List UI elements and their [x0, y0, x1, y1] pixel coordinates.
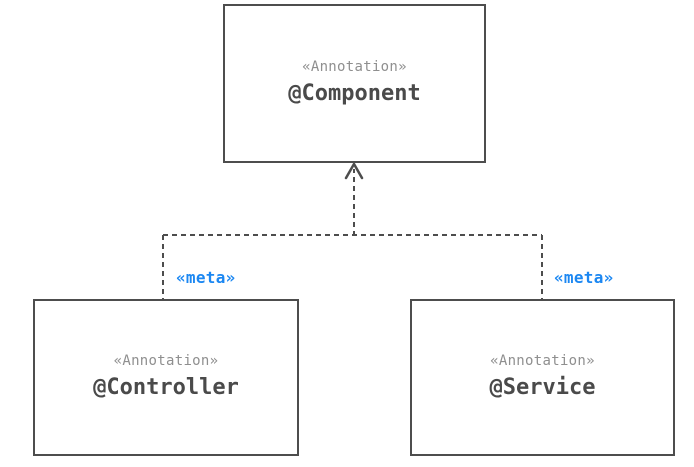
- node-component: «Annotation» @Component: [223, 4, 486, 163]
- controller-name: @Controller: [93, 375, 239, 401]
- meta-label-right: «meta»: [554, 268, 614, 287]
- node-service: «Annotation» @Service: [410, 299, 675, 456]
- meta-label-left: «meta»: [176, 268, 236, 287]
- service-name: @Service: [489, 375, 596, 401]
- component-name: @Component: [288, 81, 421, 107]
- service-stereotype: «Annotation»: [490, 353, 595, 370]
- component-stereotype: «Annotation»: [302, 59, 407, 76]
- controller-stereotype: «Annotation»: [113, 353, 219, 370]
- arrowhead-up-icon: [344, 162, 364, 180]
- node-controller: «Annotation» @Controller: [33, 299, 299, 456]
